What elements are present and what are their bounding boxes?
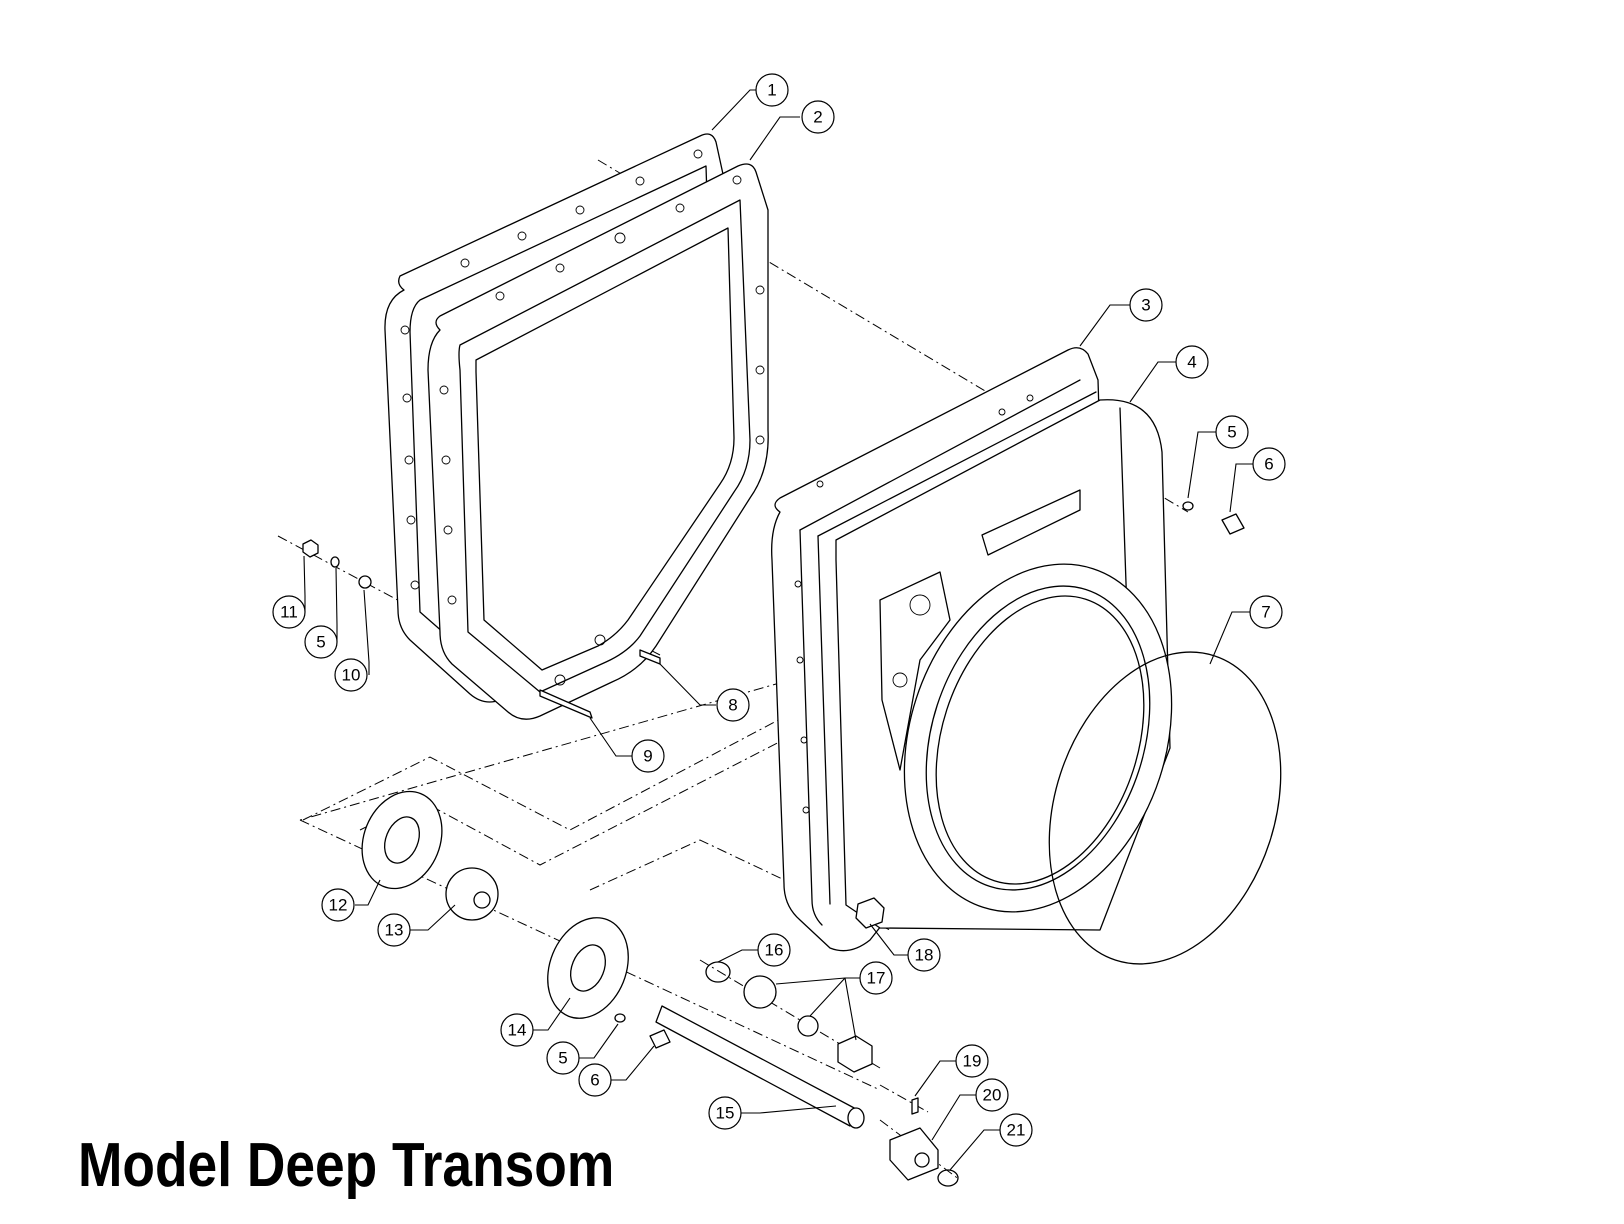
- callout-1: 1: [755, 73, 789, 107]
- callout-20: 20: [975, 1078, 1009, 1112]
- svg-text:10: 10: [342, 666, 361, 685]
- svg-text:18: 18: [915, 946, 934, 965]
- callout-8: 8: [716, 688, 750, 722]
- svg-text:16: 16: [765, 941, 784, 960]
- svg-text:3: 3: [1141, 296, 1150, 315]
- callout-7: 7: [1249, 595, 1283, 629]
- callout-19: 19: [955, 1044, 989, 1078]
- svg-text:8: 8: [728, 696, 737, 715]
- callout-18: 18: [907, 938, 941, 972]
- part-3-4-transom-housing: [771, 347, 1173, 952]
- part-2-inner-flange: [427, 163, 769, 720]
- svg-text:6: 6: [1264, 455, 1273, 474]
- leader-lines: [303, 89, 1253, 1171]
- callout-21: 21: [999, 1113, 1033, 1147]
- callout-15: 15: [708, 1096, 742, 1130]
- svg-text:20: 20: [983, 1086, 1002, 1105]
- callout-12: 12: [321, 888, 355, 922]
- svg-text:4: 4: [1187, 353, 1196, 372]
- svg-text:5: 5: [558, 1049, 567, 1068]
- callout-3: 3: [1129, 288, 1163, 322]
- callout-6-top: 6: [1252, 447, 1286, 481]
- svg-text:7: 7: [1261, 603, 1270, 622]
- callout-10: 10: [334, 658, 368, 692]
- svg-text:17: 17: [867, 969, 886, 988]
- svg-text:1: 1: [767, 81, 776, 100]
- callout-6-bottom: 6: [578, 1063, 612, 1097]
- svg-text:15: 15: [716, 1104, 735, 1123]
- svg-text:6: 6: [590, 1071, 599, 1090]
- callout-5-top: 5: [1215, 415, 1249, 449]
- diagram-title: Model Deep Transom: [78, 1131, 615, 1200]
- svg-text:5: 5: [1227, 423, 1236, 442]
- callout-13: 13: [377, 913, 411, 947]
- callout-11: 11: [272, 595, 306, 629]
- callout-4: 4: [1175, 345, 1209, 379]
- hardware: [302, 501, 1245, 1187]
- callout-9: 9: [631, 739, 665, 773]
- callout-17: 17: [859, 961, 893, 995]
- svg-text:5: 5: [316, 633, 325, 652]
- svg-text:14: 14: [508, 1021, 527, 1040]
- callout-14: 14: [500, 1013, 534, 1047]
- callout-5-left: 5: [304, 625, 338, 659]
- callout-5-bottom: 5: [546, 1041, 580, 1075]
- svg-text:12: 12: [329, 896, 348, 915]
- svg-text:9: 9: [643, 747, 652, 766]
- svg-text:21: 21: [1007, 1121, 1026, 1140]
- svg-text:11: 11: [280, 603, 298, 622]
- svg-text:2: 2: [813, 108, 822, 127]
- callout-2: 2: [801, 100, 835, 134]
- callout-16: 16: [757, 933, 791, 967]
- callouts: 1 2 3 4 5 6 7 8 9 10 11 5 12 13 14 5 6 1…: [272, 73, 1286, 1147]
- svg-text:13: 13: [385, 921, 404, 940]
- svg-text:19: 19: [963, 1052, 982, 1071]
- part-7-disc: [1048, 651, 1282, 965]
